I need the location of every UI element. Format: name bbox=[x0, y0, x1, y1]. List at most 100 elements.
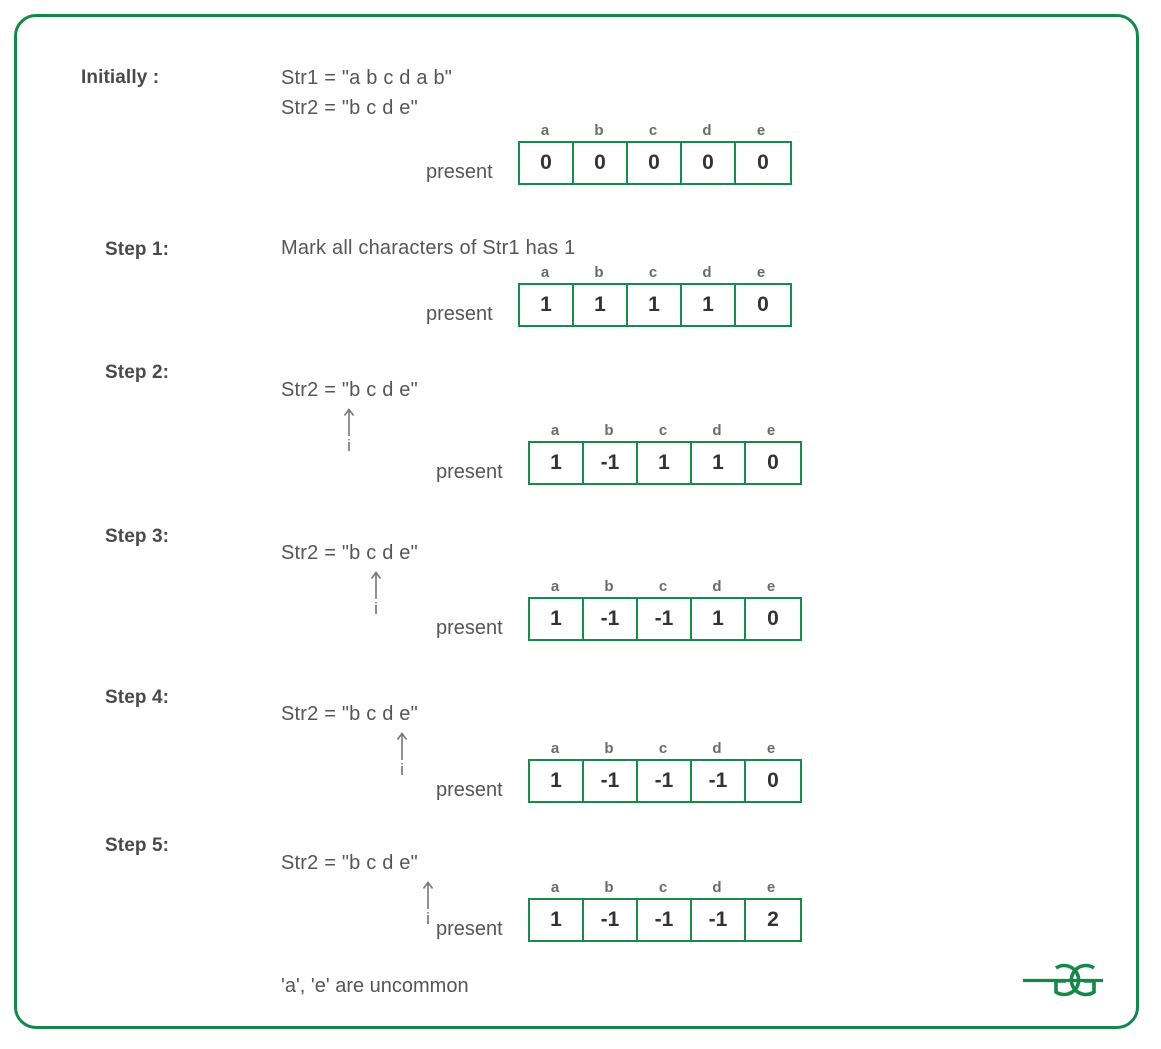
col-header-a: a bbox=[540, 264, 550, 281]
cell-a: 1 bbox=[530, 900, 584, 940]
col-header-b: b bbox=[604, 740, 614, 757]
cell-e: 0 bbox=[746, 599, 800, 639]
col-header-a: a bbox=[550, 740, 560, 757]
col-header-e: e bbox=[766, 740, 776, 757]
array-step-4: a b c d e 1 -1 -1 -1 0 bbox=[528, 739, 802, 803]
col-header-e: e bbox=[766, 879, 776, 896]
up-arrow-icon bbox=[396, 732, 408, 760]
col-header-c: c bbox=[658, 879, 668, 896]
col-header-c: c bbox=[648, 122, 658, 139]
conclusion-text: 'a', 'e' are uncommon bbox=[281, 975, 469, 997]
array-step-1: a b c d e 1 1 1 1 0 bbox=[518, 263, 792, 327]
step-label-4: Step 4: bbox=[105, 687, 170, 708]
col-header-d: d bbox=[702, 122, 712, 139]
cell-b: -1 bbox=[584, 443, 638, 483]
step-text-2-line1: Str2 = "b c d e" bbox=[281, 379, 418, 401]
up-arrow-icon bbox=[422, 881, 434, 909]
array-cells-1: 1 1 1 1 0 bbox=[518, 283, 792, 327]
array-initially: a b c d e 0 0 0 0 0 bbox=[518, 121, 792, 185]
cell-d: -1 bbox=[692, 900, 746, 940]
col-header-a: a bbox=[550, 578, 560, 595]
cell-e: 0 bbox=[746, 761, 800, 801]
col-header-d: d bbox=[712, 740, 722, 757]
up-arrow-icon bbox=[343, 408, 355, 436]
col-header-d: d bbox=[712, 422, 722, 439]
step-text-3-line1: Str2 = "b c d e" bbox=[281, 542, 418, 564]
col-header-c: c bbox=[648, 264, 658, 281]
geeksforgeeks-logo bbox=[1020, 952, 1106, 1008]
cell-d: 1 bbox=[682, 285, 736, 325]
pointer-i-step-4: i bbox=[395, 731, 409, 779]
col-header-d: d bbox=[712, 578, 722, 595]
cell-c: 1 bbox=[628, 285, 682, 325]
pointer-label: i bbox=[426, 909, 430, 928]
cell-e: 2 bbox=[746, 900, 800, 940]
col-header-c: c bbox=[658, 740, 668, 757]
col-header-c: c bbox=[658, 422, 668, 439]
step-text-1-line1: Mark all characters of Str1 has 1 bbox=[281, 237, 576, 259]
col-header-e: e bbox=[756, 264, 766, 281]
col-header-a: a bbox=[550, 422, 560, 439]
step-text-initially-line1: Str1 = "a b c d a b" bbox=[281, 67, 453, 89]
array-step-5: a b c d e 1 -1 -1 -1 2 bbox=[528, 878, 802, 942]
cell-c: 0 bbox=[628, 143, 682, 183]
cell-d: 1 bbox=[692, 599, 746, 639]
cell-d: -1 bbox=[692, 761, 746, 801]
present-label-1: present bbox=[426, 303, 493, 325]
cell-a: 0 bbox=[520, 143, 574, 183]
array-cells-4: 1 -1 -1 -1 0 bbox=[528, 759, 802, 803]
cell-a: 1 bbox=[530, 599, 584, 639]
cell-c: -1 bbox=[638, 761, 692, 801]
cell-e: 0 bbox=[736, 143, 790, 183]
cell-d: 0 bbox=[682, 143, 736, 183]
cell-b: 1 bbox=[574, 285, 628, 325]
cell-a: 1 bbox=[520, 285, 574, 325]
col-header-e: e bbox=[766, 422, 776, 439]
array-cells-5: 1 -1 -1 -1 2 bbox=[528, 898, 802, 942]
pointer-i-step-3: i bbox=[369, 570, 383, 618]
col-header-e: e bbox=[756, 122, 766, 139]
cell-e: 0 bbox=[736, 285, 790, 325]
step-label-1: Step 1: bbox=[105, 239, 170, 260]
cell-d: 1 bbox=[692, 443, 746, 483]
step-label-2: Step 2: bbox=[105, 362, 170, 383]
present-label-initially: present bbox=[426, 161, 493, 183]
present-label-5: present bbox=[436, 918, 503, 940]
col-header-b: b bbox=[604, 879, 614, 896]
present-label-4: present bbox=[436, 779, 503, 801]
step-label-5: Step 5: bbox=[105, 835, 170, 856]
col-header-b: b bbox=[594, 122, 604, 139]
pointer-label: i bbox=[400, 760, 404, 779]
pointer-i-step-2: i bbox=[342, 407, 356, 455]
pointer-label: i bbox=[347, 436, 351, 455]
col-header-c: c bbox=[658, 578, 668, 595]
cell-b: -1 bbox=[584, 599, 638, 639]
present-label-3: present bbox=[436, 617, 503, 639]
col-header-b: b bbox=[604, 578, 614, 595]
up-arrow-icon bbox=[370, 571, 382, 599]
col-header-b: b bbox=[604, 422, 614, 439]
pointer-label: i bbox=[374, 599, 378, 618]
cell-b: 0 bbox=[574, 143, 628, 183]
col-header-b: b bbox=[594, 264, 604, 281]
cell-c: -1 bbox=[638, 900, 692, 940]
step-text-initially-line2: Str2 = "b c d e" bbox=[281, 97, 418, 119]
col-header-a: a bbox=[540, 122, 550, 139]
array-cells-3: 1 -1 -1 1 0 bbox=[528, 597, 802, 641]
step-text-4-line1: Str2 = "b c d e" bbox=[281, 703, 418, 725]
array-headers-1: a b c d e bbox=[518, 263, 792, 283]
cell-b: -1 bbox=[584, 900, 638, 940]
array-step-3: a b c d e 1 -1 -1 1 0 bbox=[528, 577, 802, 641]
cell-c: 1 bbox=[638, 443, 692, 483]
pointer-i-step-5: i bbox=[421, 880, 435, 928]
cell-c: -1 bbox=[638, 599, 692, 639]
gfg-logo-icon bbox=[1023, 963, 1103, 997]
step-label-3: Step 3: bbox=[105, 526, 170, 547]
cell-a: 1 bbox=[530, 761, 584, 801]
array-cells-initially: 0 0 0 0 0 bbox=[518, 141, 792, 185]
array-headers-5: a b c d e bbox=[528, 878, 802, 898]
step-text-5-line1: Str2 = "b c d e" bbox=[281, 852, 418, 874]
array-cells-2: 1 -1 1 1 0 bbox=[528, 441, 802, 485]
array-headers-initially: a b c d e bbox=[518, 121, 792, 141]
cell-b: -1 bbox=[584, 761, 638, 801]
